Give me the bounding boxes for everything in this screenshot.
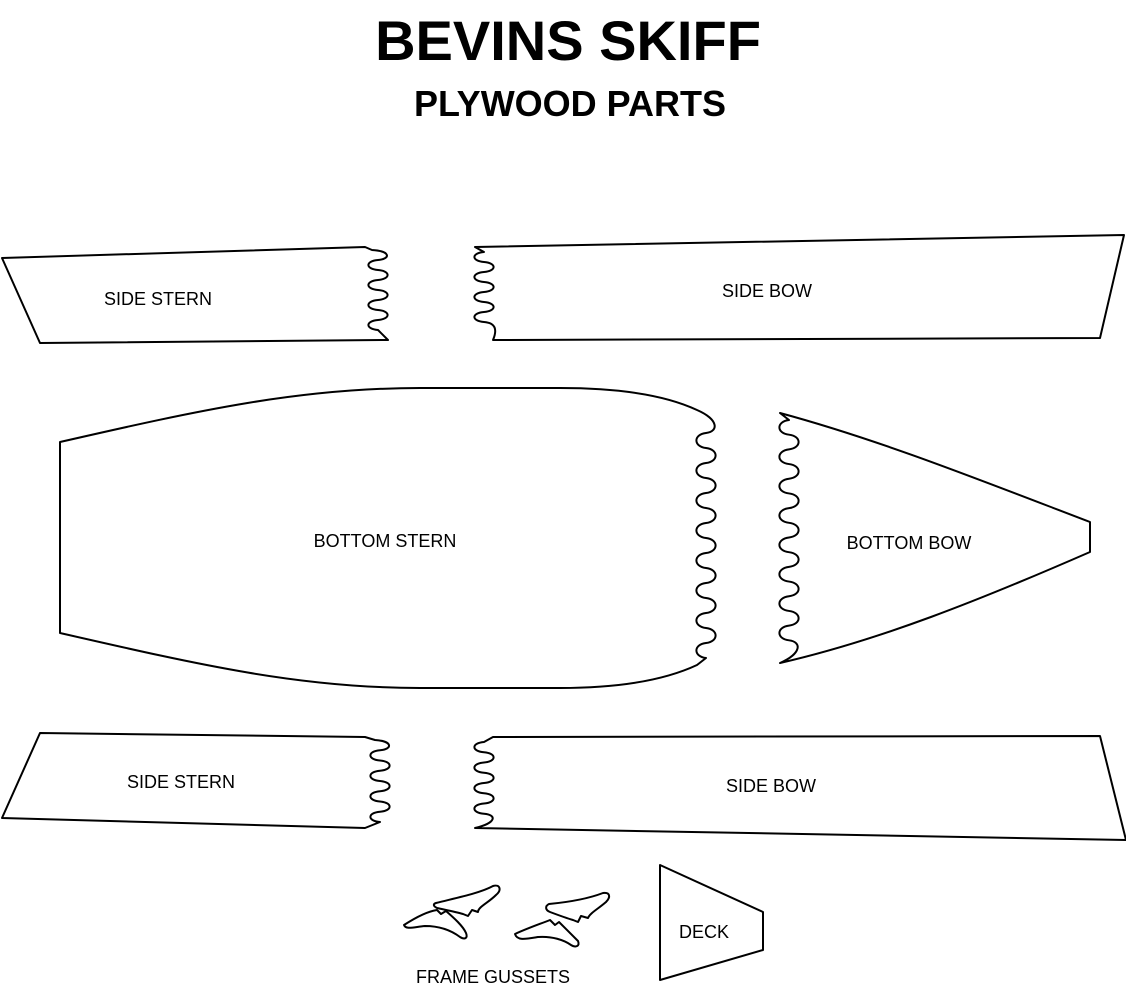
diagram-subtitle: PLYWOOD PARTS <box>414 83 726 124</box>
side-bow-top-part <box>473 234 1125 341</box>
diagram-title: BEVINS SKIFF <box>375 9 761 72</box>
side-stern-top-part <box>1 246 389 344</box>
side-bow-bottom-label: SIDE BOW <box>726 776 816 796</box>
gusset <box>545 891 611 923</box>
gusset <box>403 909 468 940</box>
side-stern-bottom-part <box>1 732 391 829</box>
side-bow-top-label: SIDE BOW <box>722 281 812 301</box>
deck-label: DECK <box>679 922 729 942</box>
deck-part <box>659 864 764 981</box>
side-stern-top-label: SIDE STERN <box>104 289 212 309</box>
gusset <box>432 884 501 917</box>
bottom-stern-label: BOTTOM STERN <box>314 531 457 551</box>
bottom-stern-part <box>59 387 717 689</box>
bottom-bow-label: BOTTOM BOW <box>847 533 972 553</box>
gusset <box>514 919 580 948</box>
bottom-bow-part <box>778 412 1091 664</box>
side-bow-bottom-part <box>473 735 1126 841</box>
frame-gussets-label: FRAME GUSSETS <box>416 967 570 987</box>
frame-gussets <box>403 884 611 948</box>
side-stern-bottom-label: SIDE STERN <box>127 772 235 792</box>
